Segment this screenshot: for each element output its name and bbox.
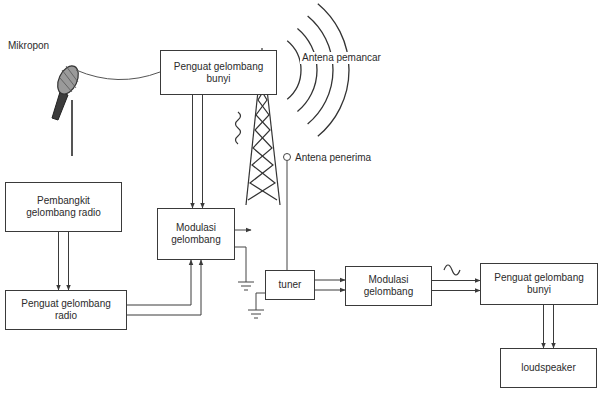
amplifier-box: Penguat gelombang bunyi (480, 263, 598, 305)
radio-waves (287, 4, 349, 137)
wave-arc (308, 16, 333, 124)
feed-line (233, 230, 251, 282)
connector-line (315, 280, 345, 281)
wave-symbol (444, 265, 460, 275)
connector-line (432, 290, 480, 291)
box-text: loudspeaker (521, 362, 575, 374)
modulator-box: Modulasi gelombang (157, 208, 235, 260)
signal-connector (432, 281, 480, 291)
microphone (52, 63, 160, 156)
signal-connector (59, 232, 69, 290)
antenna-label: Antena penerima (293, 152, 373, 164)
wave-symbol (236, 112, 241, 144)
signal-connector (544, 305, 554, 348)
connector-line (315, 290, 345, 291)
signal-connector (193, 95, 203, 208)
box-text: Penguat gelombang radio (11, 298, 121, 322)
box-text: tuner (279, 279, 302, 291)
component-label: Mikropon (6, 40, 51, 52)
amplifier-box: Penguat gelombang bunyi (160, 50, 277, 95)
connector-line (192, 95, 193, 208)
wave-arc (318, 4, 349, 137)
ground-symbol (238, 282, 254, 290)
connector-line (127, 260, 201, 315)
connector-line (68, 232, 69, 290)
box-text: Pembangkit gelombang radio (11, 195, 116, 219)
wave-arc (297, 28, 317, 111)
signal-connector (127, 260, 201, 315)
box-text: Modulasi gelombang (351, 274, 426, 298)
connector-line (543, 305, 544, 348)
speaker-box: loudspeaker (500, 348, 597, 388)
generator-box: Pembangkit gelombang radio (5, 182, 122, 232)
box-text: Penguat gelombang bunyi (486, 272, 592, 296)
connector-line (432, 280, 480, 281)
signal-connector (315, 280, 345, 290)
modulator-box: Modulasi gelombang (345, 266, 432, 306)
wave-arc (287, 41, 301, 100)
receive-antenna (284, 154, 291, 271)
connector-line (202, 95, 203, 208)
amplifier-box: Penguat gelombang radio (5, 290, 127, 330)
box-text: Modulasi gelombang (163, 222, 229, 246)
connector-line (127, 260, 191, 305)
connector-line (553, 305, 554, 348)
antenna-label: Antena pemancar (300, 52, 383, 64)
connector-line (58, 232, 59, 290)
tuner-box: tuner (265, 270, 315, 300)
box-text: Penguat gelombang bunyi (166, 61, 271, 85)
tuner-ground (248, 293, 265, 318)
